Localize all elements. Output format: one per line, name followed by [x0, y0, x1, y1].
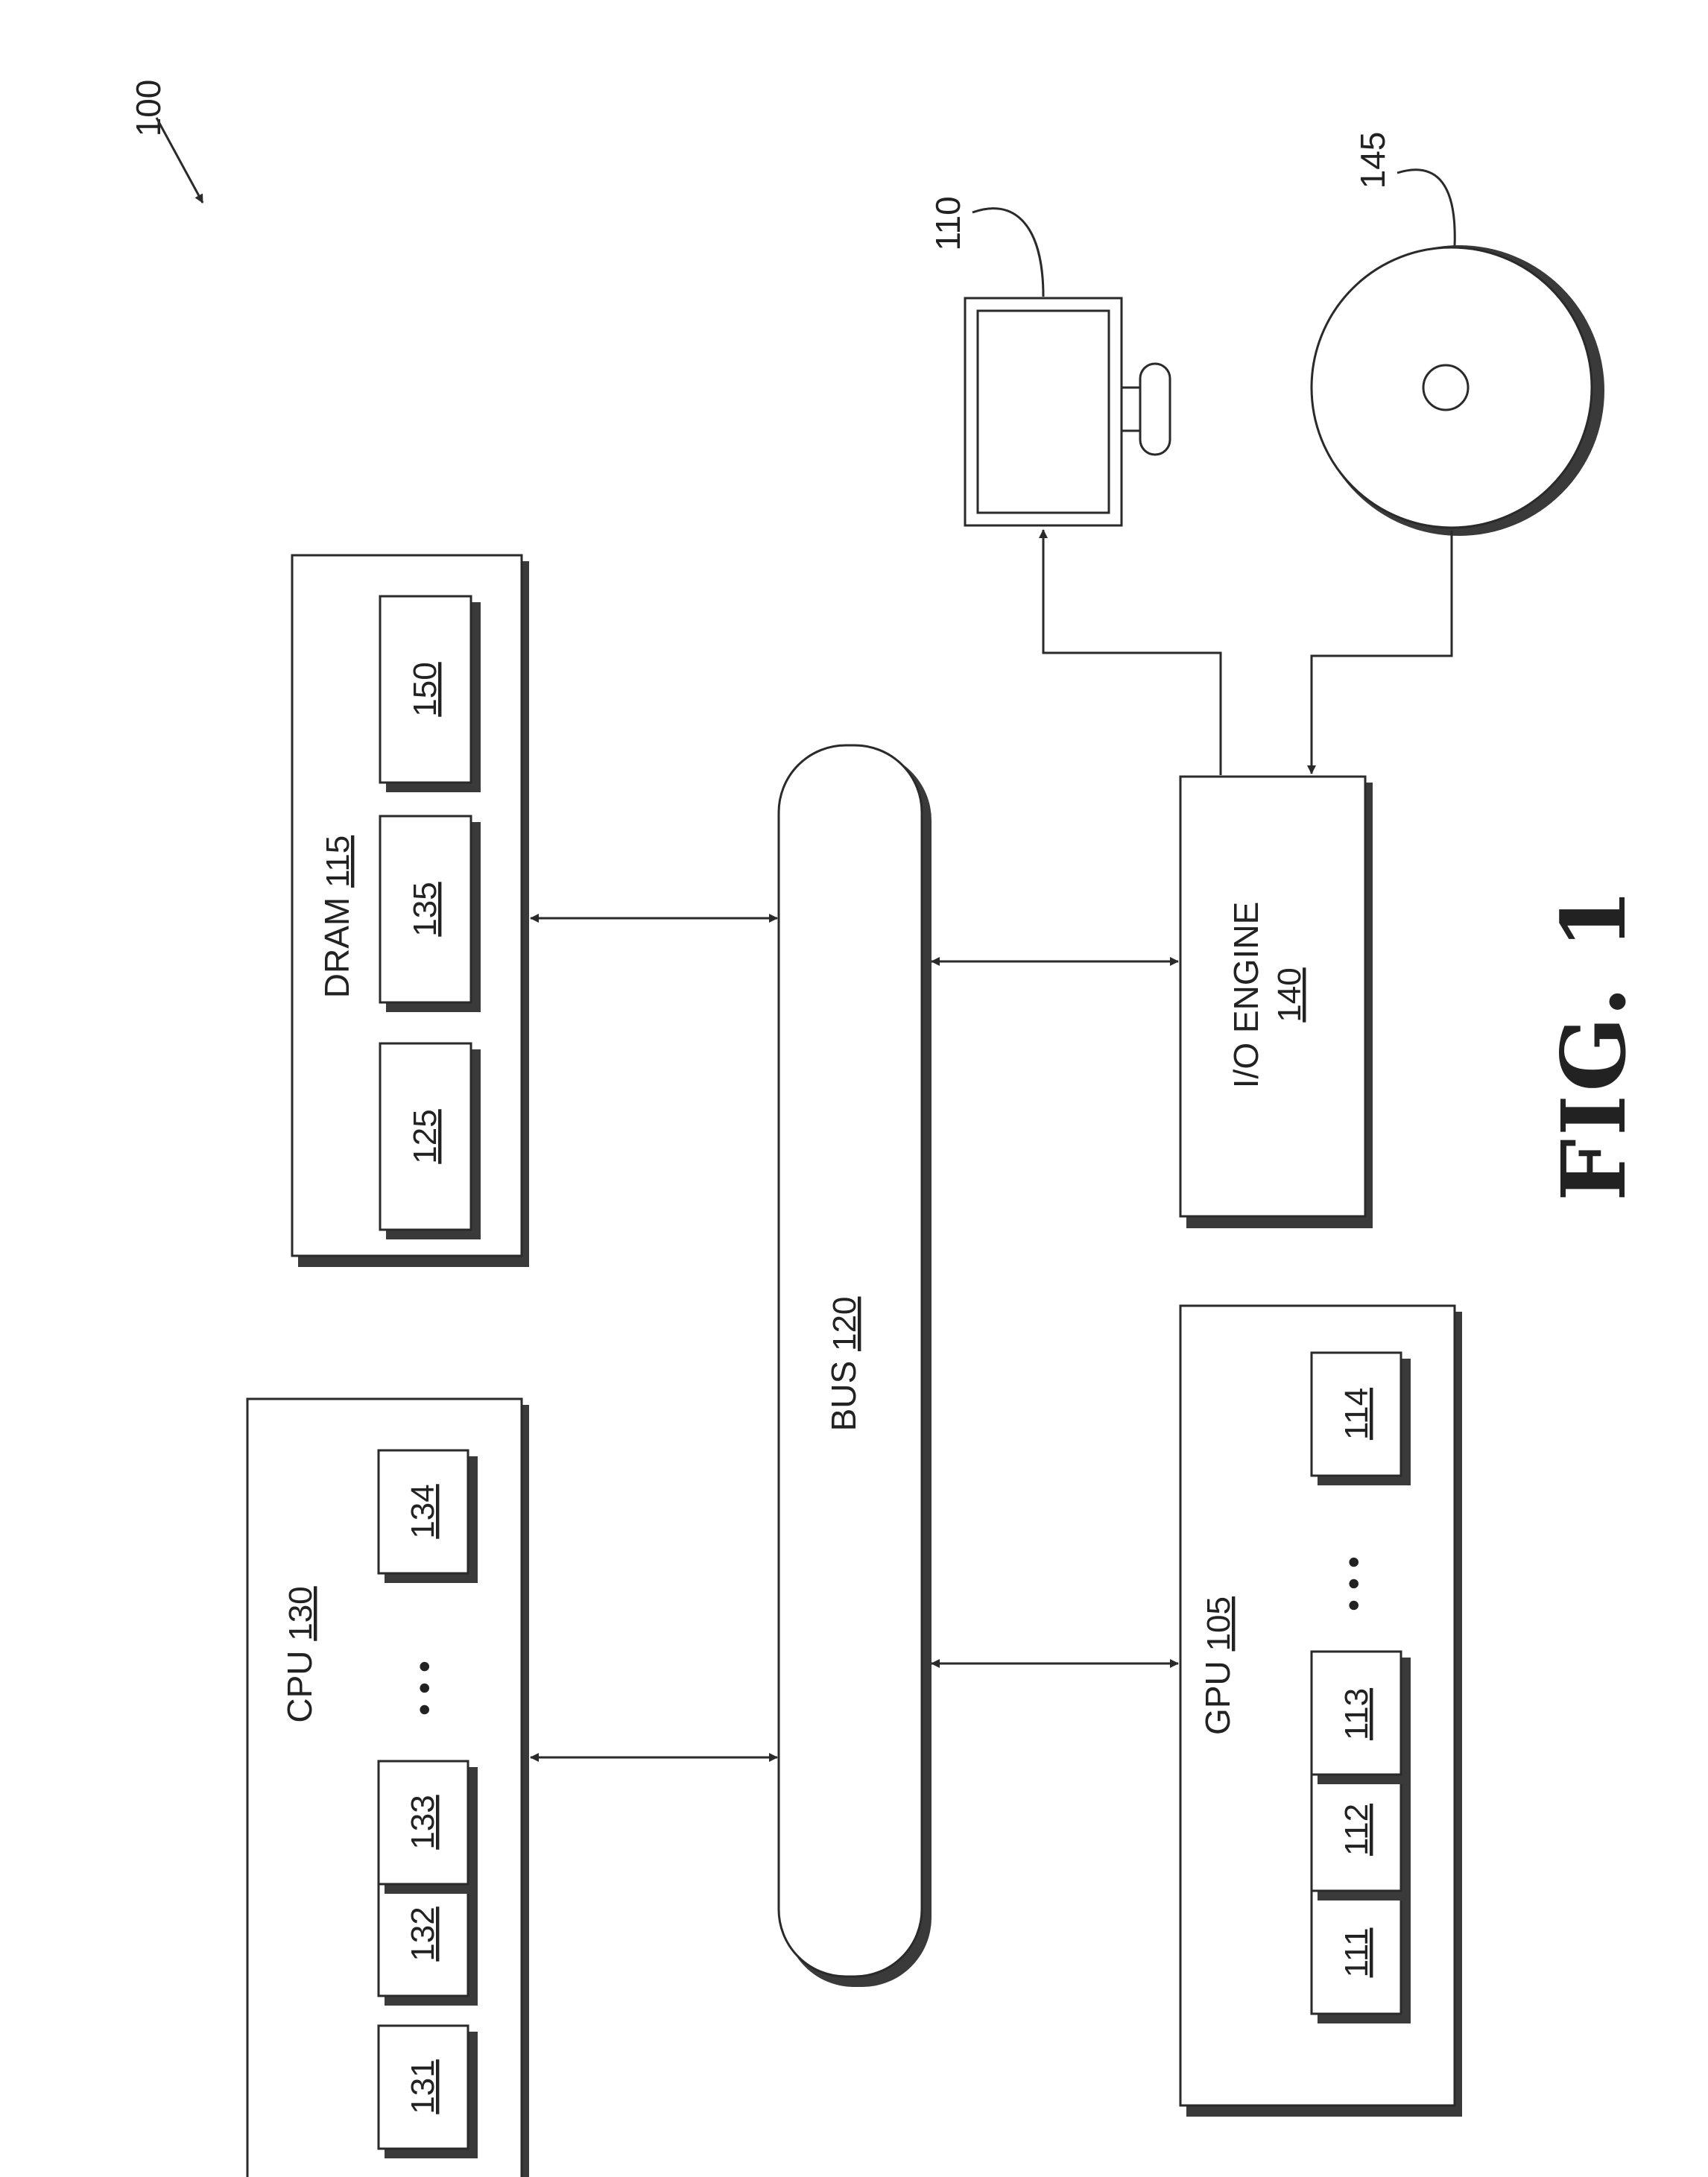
display-monitor — [965, 298, 1170, 525]
svg-text:150: 150 — [407, 662, 443, 716]
io-engine-label: I/O ENGINE — [1227, 902, 1265, 1088]
disc-io-connector — [1312, 531, 1452, 774]
gpu-ellipsis: • • • — [1334, 1556, 1373, 1611]
cpu-core-131: 131 — [379, 2026, 478, 2158]
cpu-block: CPU 130 131 132 133 • • • 134 — [247, 1399, 529, 2177]
cpu-core-134: 134 — [379, 1450, 478, 1583]
io-engine-block: I/O ENGINE 140 — [1180, 777, 1373, 1228]
dram-label: DRAM 115 — [317, 835, 356, 998]
svg-text:111: 111 — [1338, 1928, 1375, 1978]
svg-text:131: 131 — [405, 2059, 441, 2114]
svg-text:134: 134 — [405, 1484, 441, 1538]
dram-block: DRAM 115 125 135 150 — [292, 555, 529, 1267]
storage-disc — [1312, 245, 1604, 536]
display-ref: 110 — [929, 196, 967, 250]
figure-caption: FIG. 1 — [1542, 885, 1645, 1201]
svg-text:114: 114 — [1338, 1388, 1375, 1440]
svg-text:112: 112 — [1338, 1804, 1375, 1856]
svg-text:132: 132 — [405, 1906, 441, 1961]
gpu-core-112: 112 — [1312, 1768, 1411, 1900]
dram-item-125: 125 — [380, 1043, 481, 1239]
figure-ref-arrow — [156, 118, 203, 203]
svg-text:113: 113 — [1338, 1688, 1375, 1740]
gpu-label: GPU 105 — [1198, 1596, 1237, 1735]
io-display-connector — [1043, 530, 1221, 775]
cpu-core-133: 133 — [379, 1761, 478, 1894]
disc-ref: 145 — [1353, 132, 1392, 189]
svg-text:133: 133 — [405, 1795, 441, 1849]
gpu-core-113: 113 — [1312, 1652, 1411, 1784]
bus: BUS 120 — [779, 745, 932, 1987]
cpu-label: CPU 130 — [280, 1586, 319, 1722]
svg-text:125: 125 — [407, 1109, 443, 1163]
gpu-core-111: 111 — [1312, 1891, 1411, 2023]
bus-label: BUS 120 — [824, 1297, 863, 1432]
io-engine-ref: 140 — [1271, 967, 1308, 1022]
disc-ref-leader — [1397, 170, 1455, 246]
cpu-ellipsis: • • • — [405, 1661, 443, 1716]
display-ref-leader — [972, 209, 1043, 297]
gpu-core-114: 114 — [1312, 1353, 1411, 1485]
dram-item-150: 150 — [380, 596, 481, 792]
dram-item-135: 135 — [380, 816, 481, 1012]
svg-text:135: 135 — [407, 882, 443, 936]
gpu-block: GPU 105 111 112 113 • • • 114 — [1180, 1306, 1462, 2117]
